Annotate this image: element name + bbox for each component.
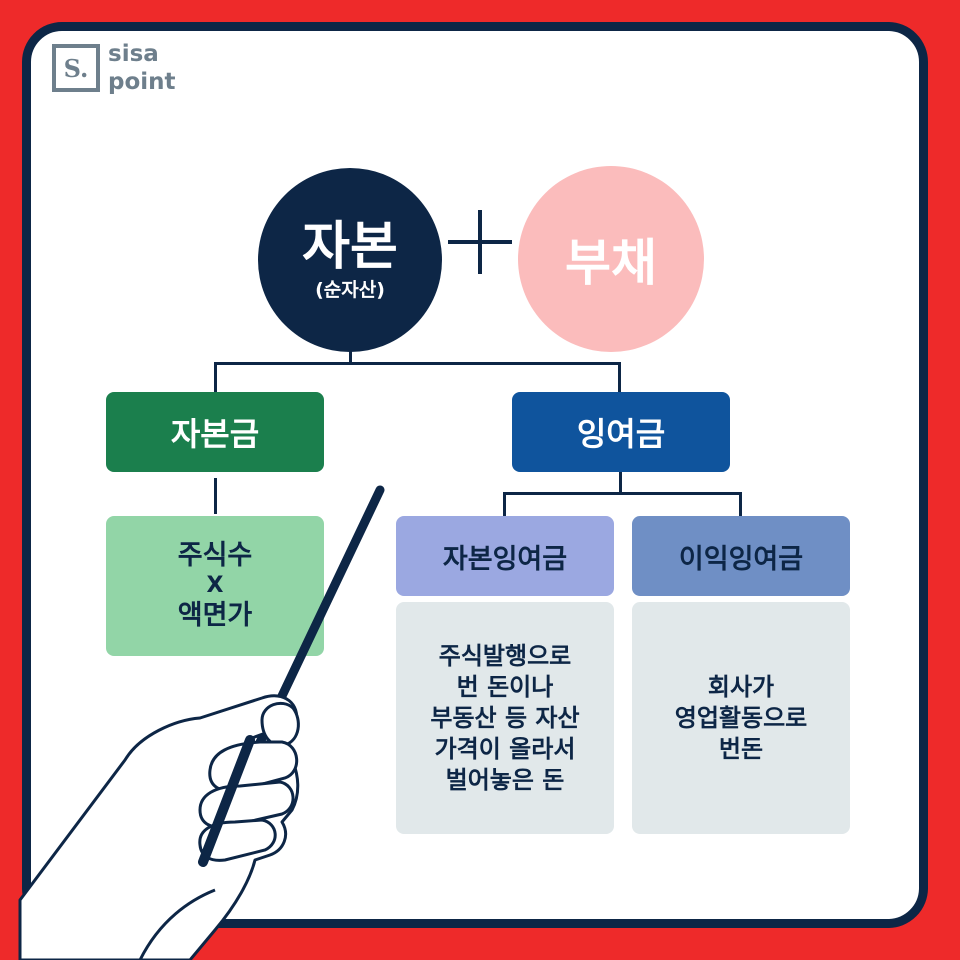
debt-label: 부채 [565,234,657,292]
connector-to-capital-stock [214,362,217,392]
capital-surplus-desc-line: 주식발행으로 [438,641,572,670]
formula-shares: 주식수 [177,540,253,571]
earned-surplus-desc-line: 영업활동으로 [674,703,808,732]
surplus-box: 잉여금 [512,392,730,472]
connector-level1-horizontal [214,362,621,365]
capital-stock-box: 자본금 [106,392,324,472]
debt-circle: 부채 [518,166,704,352]
capital-circle: 자본 (순자산) [258,168,442,352]
capital-surplus-desc-line: 가격이 올라서 [434,734,576,763]
brand-line-1: sisa [108,41,159,67]
capital-sublabel: (순자산) [315,279,385,301]
capital-stock-formula-box: 주식수 X 액면가 [106,516,324,656]
capital-surplus-description: 주식발행으로 번 돈이나 부동산 등 자산 가격이 올라서 벌어놓은 돈 [396,602,614,834]
connector-level2-horizontal [503,492,742,495]
connector-capital-down [349,340,352,364]
connector-surplus-down [619,472,622,494]
capital-surplus-label: 자본잉여금 [442,543,568,575]
brand-name: sisa point [108,40,176,96]
connector-capital-stock-to-formula [214,478,217,514]
earned-surplus-desc-line: 번돈 [718,734,764,763]
connector-to-capital-surplus [503,492,506,516]
connector-to-earned-surplus [739,492,742,516]
earned-surplus-desc-line: 회사가 [707,672,775,701]
earned-surplus-description: 회사가 영업활동으로 번돈 [632,602,850,834]
capital-surplus-desc-line: 벌어놓은 돈 [445,765,565,794]
surplus-label: 잉여금 [576,415,666,453]
brand-mark: S. [63,53,89,83]
brand-logo-icon: S. [52,44,100,92]
formula-par-value: 액면가 [177,600,253,631]
capital-surplus-box: 자본잉여금 [396,516,614,596]
connector-to-surplus [618,362,621,392]
capital-surplus-desc-line: 번 돈이나 [456,672,554,701]
plus-icon [448,210,512,274]
capital-label: 자본 [302,217,398,277]
formula-times: X [206,573,224,598]
brand-line-2: point [108,69,176,95]
earned-surplus-box: 이익잉여금 [632,516,850,596]
earned-surplus-label: 이익잉여금 [678,543,804,575]
capital-stock-label: 자본금 [170,415,260,453]
capital-surplus-desc-line: 부동산 등 자산 [430,703,580,732]
